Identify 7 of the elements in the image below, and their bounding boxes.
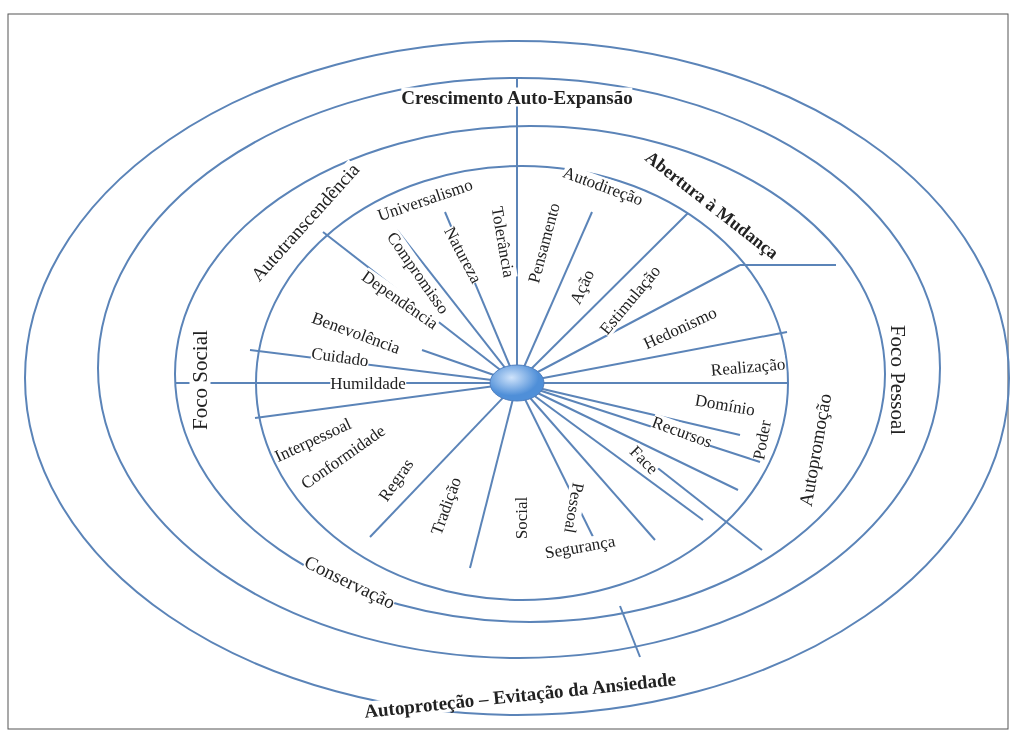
outer-ring-heading: Crescimento Auto-Expansão xyxy=(401,87,633,107)
value-label: Poder xyxy=(750,419,774,461)
subvalue-label: Social xyxy=(512,496,530,540)
focus-label: Foco Social xyxy=(189,330,211,430)
value-label: Humildade xyxy=(330,374,406,392)
value-label: Realização xyxy=(710,355,786,379)
subvalue-label: Pessoal xyxy=(561,481,587,535)
